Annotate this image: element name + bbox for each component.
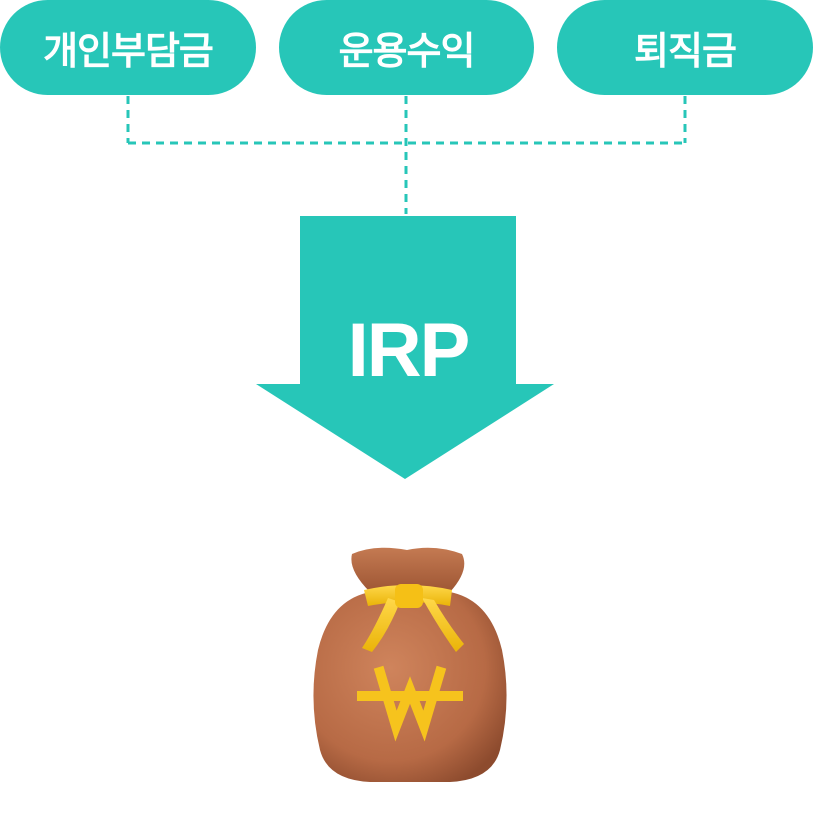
source-label: 개인부담금 xyxy=(43,29,214,73)
dashed-connector xyxy=(126,96,687,214)
ribbon-knot xyxy=(395,584,423,608)
source-pill-severance-pay: 퇴직금 xyxy=(557,0,813,95)
target-label: IRP xyxy=(347,307,471,393)
down-arrow xyxy=(256,216,554,479)
won-sign-icon xyxy=(357,665,463,742)
ribbon-tail-right xyxy=(422,598,464,652)
source-pill-investment-returns: 운용수익 xyxy=(279,0,534,95)
bag-top xyxy=(351,547,465,592)
source-label: 운용수익 xyxy=(338,29,476,73)
source-label: 퇴직금 xyxy=(634,29,737,73)
money-bag-icon xyxy=(313,547,507,782)
ribbon-tail-left xyxy=(362,598,400,652)
source-pill-personal-contribution: 개인부담금 xyxy=(0,0,256,95)
